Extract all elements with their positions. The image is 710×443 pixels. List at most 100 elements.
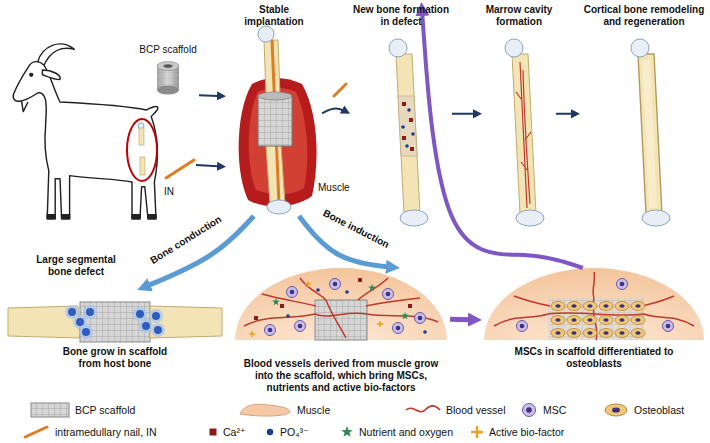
new-bone-figure (407, 108, 411, 112)
flow-arrow (450, 317, 482, 323)
stage-panel: Stable implantation (226, 2, 322, 216)
item-label: IN (164, 186, 174, 198)
legend-swatch (340, 424, 354, 440)
legend-swatch (603, 402, 629, 418)
conduction-figure (8, 306, 80, 338)
conduction-figure (79, 325, 93, 339)
new-bone-figure (389, 39, 407, 57)
conduction-figure (83, 305, 97, 319)
conduction-figure (142, 322, 150, 330)
mechanism-label: Bone induction (319, 206, 393, 252)
stage-panel: Large segmental bone defect (2, 30, 150, 280)
new-bone-figure (398, 96, 417, 156)
cortical-bone-figure (631, 39, 670, 226)
differentiation-figure (517, 321, 528, 332)
conduction-figure (151, 323, 165, 337)
goat-figure (47, 215, 156, 219)
conduction-figure (68, 308, 162, 336)
legend-symbol (31, 403, 69, 417)
conduction-figure (80, 302, 150, 342)
marrow-bone-figure (512, 54, 536, 214)
legend-text: Nutrient and oxygen (359, 426, 453, 438)
legend-text: Osteoblast (634, 404, 684, 416)
implant-item: IN (162, 150, 196, 200)
legend-symbol (612, 407, 620, 412)
differentiation-figure (631, 329, 645, 338)
legend-swatch (470, 424, 484, 440)
goat-figure (42, 70, 60, 80)
legend-swatch (265, 424, 275, 440)
new-bone-figure (396, 54, 420, 214)
induction-figure (408, 304, 412, 308)
mechanism-panel: Bone grow in scaffold from host bone (4, 290, 226, 372)
differentiation-figure (599, 316, 613, 325)
induction-figure (235, 268, 447, 340)
marrow-bone-figure (516, 210, 544, 226)
panel-caption: Blood vessels derived from muscle grow i… (234, 358, 448, 394)
differentiation-figure (548, 298, 644, 340)
goat-figure (13, 62, 158, 219)
differentiation-figure (615, 316, 629, 325)
differentiation-figure (494, 272, 694, 340)
flow-arrow (421, 2, 582, 268)
induction-figure (254, 316, 258, 320)
legend-swatch (208, 424, 218, 440)
scaffold-icon (157, 62, 179, 95)
stage-heading: New bone formation in defect (352, 4, 450, 28)
differentiation-figure (615, 302, 629, 311)
defect-marker (127, 119, 157, 181)
induction-figure (280, 304, 284, 308)
conduction-figure (149, 309, 163, 323)
implant-figure (267, 200, 291, 214)
induction-figure (415, 313, 426, 324)
new-bone-figure (400, 210, 428, 226)
differentiation-figure (631, 316, 645, 325)
scaffold-icon (157, 86, 179, 95)
conduction-figure (136, 310, 144, 318)
new-bone-figure (401, 125, 405, 129)
scaffold-icon (164, 64, 173, 68)
differentiation-figure (631, 302, 645, 311)
new-bone-figure (402, 102, 406, 106)
differentiation-figure (615, 329, 629, 338)
cortical-bone-figure (642, 60, 657, 208)
goat-figure (22, 101, 28, 111)
legend-entry: Osteoblast (603, 402, 684, 418)
induction-figure (287, 287, 298, 298)
differentiation-figure (484, 268, 704, 340)
legend-entry: Active bio-factor (470, 424, 564, 440)
legend-symbol (210, 429, 217, 436)
differentiation-figure (567, 329, 581, 338)
legend-swatch (405, 402, 441, 418)
part-label: Muscle (318, 182, 350, 194)
conduction-figure (139, 319, 153, 333)
new-bone-figure (411, 132, 415, 136)
flow-arrow (196, 165, 226, 167)
conduction-figure (76, 318, 84, 326)
legend-swatch (22, 424, 50, 440)
induction-figure (272, 298, 280, 305)
new-bone-figure (409, 118, 413, 122)
flow-arrow (556, 113, 580, 115)
induction-figure (235, 268, 447, 340)
conduction-figure (133, 307, 147, 321)
defect-marker (127, 119, 157, 181)
induction-figure (377, 321, 383, 327)
scaffold-icon (157, 62, 179, 71)
legend-text: BCP scaffold (75, 404, 135, 416)
induction-figure (345, 290, 349, 294)
legend-text: intramedullary nail, IN (55, 426, 157, 438)
induction-figure (368, 284, 376, 291)
panel-caption: MSCs in scaffold differentiated to osteo… (494, 346, 694, 370)
legend-symbol (341, 426, 352, 437)
legend-entry: Muscle (238, 402, 330, 418)
legend-text: Muscle (297, 404, 330, 416)
induction-figure (330, 279, 341, 290)
conduction-figure (86, 308, 94, 316)
differentiation-figure (567, 302, 581, 311)
conduction-figure (154, 326, 162, 334)
new-bone-figure (410, 147, 414, 151)
induction-figure (305, 281, 311, 287)
nail-icon (166, 160, 194, 178)
